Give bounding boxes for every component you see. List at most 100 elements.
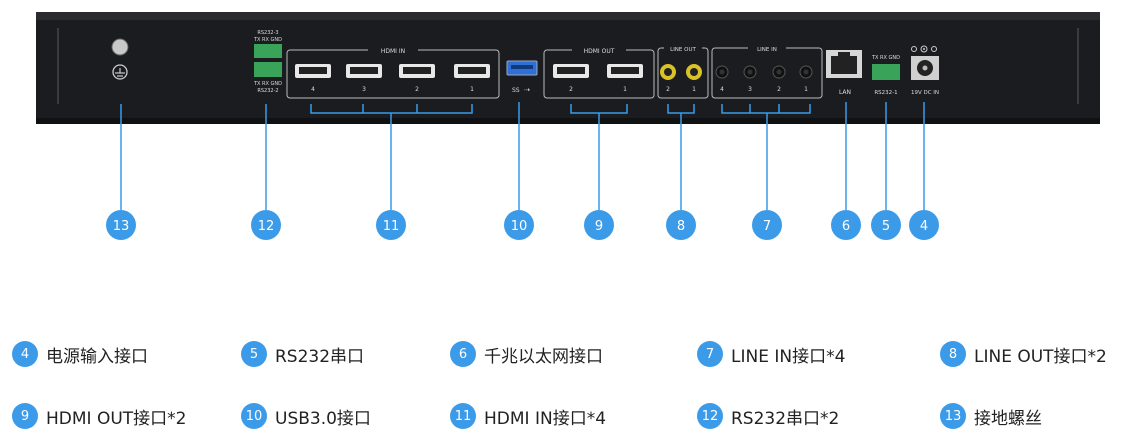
legend-item-12: 12 RS232串口*2 (697, 402, 839, 430)
legend-num: 4 (12, 341, 38, 367)
terminal-block-rs232-2 (254, 62, 282, 77)
callout-lines (120, 102, 925, 210)
power-label: 19V DC IN (911, 90, 939, 96)
callout-11: 11 (376, 210, 406, 240)
line-in-jack-1 (799, 65, 813, 79)
legend-text: 接地螺丝 (974, 408, 1042, 429)
tx-rx-gnd-label-right: TX RX GND (871, 55, 900, 61)
chassis-top-edge (36, 12, 1100, 20)
svg-text:12: 12 (258, 219, 275, 234)
line-out-jack-1 (686, 64, 702, 80)
rs232-1-label: RS232-1 (874, 90, 897, 96)
callout-12: 12 (251, 210, 281, 240)
line-in-num-1: 1 (804, 86, 808, 93)
hdmi-out-num-2: 2 (569, 86, 573, 93)
hdmi-out-num-1: 1 (623, 86, 627, 93)
line-in-jack-4 (715, 65, 729, 79)
legend-text: HDMI OUT接口*2 (46, 408, 187, 429)
line-in-label: LINE IN (757, 47, 777, 53)
rs232-2-label: RS232-2 (257, 88, 278, 94)
legend-item-13: 13 接地螺丝 (940, 402, 1042, 430)
legend-text: LINE OUT接口*2 (974, 346, 1107, 367)
callout-10: 10 (504, 210, 534, 240)
hdmi-in-num-4: 4 (311, 86, 315, 93)
line-in-num-3: 3 (748, 86, 752, 93)
legend-item-6: 6 千兆以太网接口 (450, 340, 603, 368)
legend-item-9: 9 HDMI OUT接口*2 (12, 402, 186, 430)
hdmi-in-num-3: 3 (362, 86, 366, 93)
hdmi-in-port-4 (295, 64, 331, 78)
legend-num: 11 (450, 403, 476, 429)
hdmi-out-port-1 (607, 64, 643, 78)
tx-rx-gnd-label-top: TX RX GND (253, 37, 282, 43)
line-in-jack-2 (772, 65, 786, 79)
line-in-num-2: 2 (777, 86, 781, 93)
legend-num: 6 (450, 341, 476, 367)
callout-7: 7 (752, 210, 782, 240)
legend-text: USB3.0接口 (275, 408, 371, 429)
rs232-3-label: RS232-3 (257, 30, 278, 36)
hdmi-in-port-3 (346, 64, 382, 78)
svg-text:11: 11 (383, 219, 400, 234)
ground-screw (111, 38, 129, 56)
callout-9: 9 (584, 210, 614, 240)
legend-num: 9 (12, 403, 38, 429)
line-in-num-4: 4 (720, 86, 724, 93)
legend-text: 电源输入接口 (46, 346, 148, 367)
lan-label: LAN (839, 89, 851, 96)
svg-text:13: 13 (113, 219, 130, 234)
svg-text:8: 8 (677, 219, 685, 234)
tx-rx-gnd-label-bottom: TX RX GND (253, 81, 282, 87)
hdmi-in-num-1: 1 (470, 86, 474, 93)
ground-symbol-icon (112, 64, 128, 80)
hdmi-out-label: HDMI OUT (584, 48, 615, 55)
callout-6: 6 (831, 210, 861, 240)
svg-text:5: 5 (882, 219, 890, 234)
legend-item-5: 5 RS232串口 (241, 340, 364, 368)
legend-num: 5 (241, 341, 267, 367)
chassis-bottom-edge (36, 118, 1100, 124)
callout-5: 5 (871, 210, 901, 240)
legend-item-11: 11 HDMI IN接口*4 (450, 402, 606, 430)
hdmi-in-num-2: 2 (415, 86, 419, 93)
legend-item-7: 7 LINE IN接口*4 (697, 340, 845, 368)
legend-num: 8 (940, 341, 966, 367)
svg-text:7: 7 (763, 219, 771, 234)
legend-text: RS232串口 (275, 346, 365, 367)
power-polarity-icon (911, 45, 937, 53)
line-out-num-1: 1 (692, 86, 696, 93)
callout-4: 4 (909, 210, 939, 240)
legend-text: LINE IN接口*4 (731, 346, 846, 367)
legend-num: 7 (697, 341, 723, 367)
hdmi-out-port-2 (553, 64, 589, 78)
svg-text:4: 4 (920, 219, 928, 234)
legend-num: 12 (697, 403, 723, 429)
line-out-label: LINE OUT (670, 47, 696, 53)
legend-text: HDMI IN接口*4 (484, 408, 607, 429)
svg-text:10: 10 (511, 219, 528, 234)
callout-8: 8 (666, 210, 696, 240)
legend-num: 13 (940, 403, 966, 429)
callout-13: 13 (106, 210, 136, 240)
legend-item-4: 4 电源输入接口 (12, 340, 148, 368)
legend-item-10: 10 USB3.0接口 (241, 402, 371, 430)
legend-num: 10 (241, 403, 267, 429)
lan-port (826, 50, 862, 78)
hdmi-in-port-1 (454, 64, 490, 78)
usb-ss-label: SS (512, 87, 520, 94)
legend-item-8: 8 LINE OUT接口*2 (940, 340, 1107, 368)
terminal-block-rs232-1 (872, 64, 900, 80)
line-out-jack-2 (660, 64, 676, 80)
legend-text: 千兆以太网接口 (484, 346, 603, 367)
svg-text:9: 9 (595, 219, 603, 234)
dc-power-jack (911, 56, 939, 80)
legend-text: RS232串口*2 (731, 408, 840, 429)
hdmi-in-label: HDMI IN (381, 48, 405, 55)
svg-text:6: 6 (842, 219, 850, 234)
usb-icon: ⇢ (524, 86, 530, 94)
hdmi-in-port-2 (399, 64, 435, 78)
line-in-jack-3 (743, 65, 757, 79)
terminal-block-rs232-3 (254, 44, 282, 58)
line-out-num-2: 2 (666, 86, 670, 93)
